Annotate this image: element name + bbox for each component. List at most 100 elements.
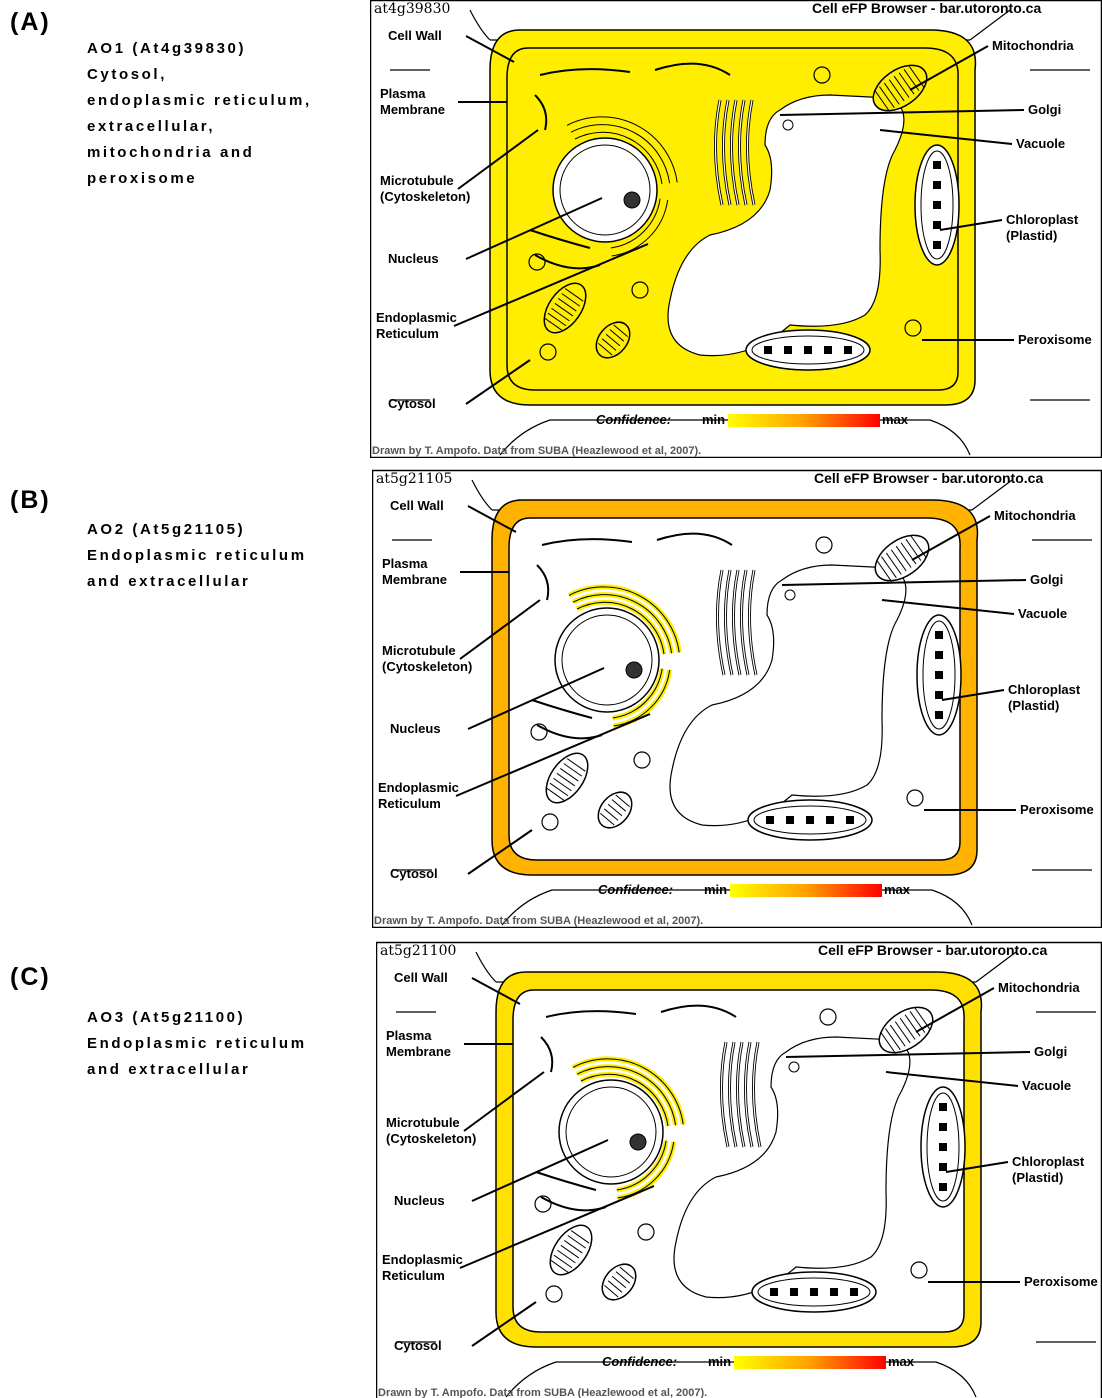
peroxisome: [905, 320, 921, 336]
compartment-label: (Cytoskeleton): [386, 1131, 476, 1146]
granum: [846, 816, 854, 824]
granum: [806, 816, 814, 824]
compartment-label: Cytosol: [394, 1338, 442, 1353]
granum: [935, 651, 943, 659]
compartment-label: Cell Wall: [388, 28, 442, 43]
granum: [830, 1288, 838, 1296]
caption-line: AO1 (At4g39830): [87, 36, 312, 62]
compartment-label: Vacuole: [1018, 606, 1067, 621]
compartment-label: Mitochondria: [998, 980, 1080, 995]
compartment-label: Golgi: [1030, 572, 1063, 587]
browser-title: Cell eFP Browser - bar.utoronto.ca: [814, 470, 1043, 486]
compartment-label: Microtubule: [380, 173, 454, 188]
caption-line: Endoplasmic reticulum: [87, 1031, 307, 1057]
granum: [784, 346, 792, 354]
compartment-label: (Cytoskeleton): [382, 659, 472, 674]
compartment-label: Plasma: [380, 86, 426, 101]
granum: [824, 346, 832, 354]
compartment-label: Peroxisome: [1020, 802, 1094, 817]
granum: [935, 671, 943, 679]
gene-id: at5g21100: [380, 943, 456, 959]
browser-title: Cell eFP Browser - bar.utoronto.ca: [818, 942, 1047, 958]
compartment-label: Endoplasmic: [378, 780, 459, 795]
credit-line: Drawn by T. Ampofo. Data from SUBA (Heaz…: [372, 445, 701, 457]
peroxisome: [911, 1262, 927, 1278]
compartment-label: Golgi: [1034, 1044, 1067, 1059]
caption-c: AO3 (At5g21100) Endoplasmic reticulum an…: [87, 1005, 307, 1083]
panel-label-a: (A): [10, 8, 51, 37]
granum: [933, 161, 941, 169]
granum: [764, 346, 772, 354]
compartment-label: Reticulum: [378, 796, 441, 811]
granum: [939, 1163, 947, 1171]
peroxisome: [814, 67, 830, 83]
granum: [939, 1143, 947, 1151]
legend-title: Confidence:: [602, 1354, 677, 1369]
cell-diagram-c: at5g21100 Cell eFP Browser - bar.utoronto…: [376, 930, 1102, 1398]
legend-gradient: [734, 1356, 886, 1369]
compartment-label: (Plastid): [1012, 1170, 1063, 1185]
granum: [935, 711, 943, 719]
compartment-label: Mitochondria: [992, 38, 1074, 53]
caption-line: endoplasmic reticulum,: [87, 88, 312, 114]
compartment-label: Membrane: [386, 1044, 451, 1059]
compartment-label: Plasma: [382, 556, 428, 571]
peroxisome: [816, 537, 832, 553]
caption-line: and extracellular: [87, 569, 307, 595]
nucleolus: [626, 662, 642, 678]
compartment-label: Membrane: [380, 102, 445, 117]
legend-max: max: [884, 882, 911, 897]
compartment-label: Microtubule: [386, 1115, 460, 1130]
legend-max: max: [888, 1354, 915, 1369]
granum: [766, 816, 774, 824]
compartment-label: Plasma: [386, 1028, 432, 1043]
peroxisome: [540, 344, 556, 360]
compartment-label: Nucleus: [390, 721, 441, 736]
peroxisome: [634, 752, 650, 768]
granum: [933, 241, 941, 249]
granum: [826, 816, 834, 824]
caption-line: Cytosol,: [87, 62, 312, 88]
nucleus-inner: [560, 145, 650, 235]
chloroplast: [921, 1087, 965, 1207]
caption-line: Endoplasmic reticulum: [87, 543, 307, 569]
chloroplast: [752, 1272, 876, 1312]
legend-title: Confidence:: [596, 412, 671, 427]
cell-diagram-b: at5g21105Cell eFP Browser - bar.utoronto…: [372, 458, 1102, 928]
legend-title: Confidence:: [598, 882, 673, 897]
nucleolus: [624, 192, 640, 208]
panel-label-c: (C): [10, 963, 51, 992]
granum: [844, 346, 852, 354]
nucleolus: [630, 1134, 646, 1150]
compartment-label: Peroxisome: [1024, 1274, 1098, 1289]
granum: [939, 1103, 947, 1111]
golgi-vesicle: [789, 1062, 799, 1072]
legend-gradient: [730, 884, 882, 897]
gene-id: at4g39830: [374, 1, 450, 17]
granum: [786, 816, 794, 824]
compartment-label: Golgi: [1028, 102, 1061, 117]
caption-a: AO1 (At4g39830) Cytosol, endoplasmic ret…: [87, 36, 312, 192]
granum: [790, 1288, 798, 1296]
granum: [935, 691, 943, 699]
compartment-label: Cytosol: [390, 866, 438, 881]
compartment-label: Reticulum: [382, 1268, 445, 1283]
compartment-label: Vacuole: [1022, 1078, 1071, 1093]
granum: [933, 181, 941, 189]
legend-min: min: [708, 1354, 731, 1369]
granum: [939, 1123, 947, 1131]
legend-gradient: [728, 414, 880, 427]
chloroplast: [917, 615, 961, 735]
compartment-label: Vacuole: [1016, 136, 1065, 151]
granum: [933, 201, 941, 209]
panel-label-b: (B): [10, 486, 51, 515]
compartment-label: Endoplasmic: [382, 1252, 463, 1267]
peroxisome: [542, 814, 558, 830]
granum: [850, 1288, 858, 1296]
compartment-label: (Plastid): [1008, 698, 1059, 713]
caption-line: mitochondria and: [87, 140, 312, 166]
compartment-label: Membrane: [382, 572, 447, 587]
compartment-label: Cell Wall: [394, 970, 448, 985]
caption-line: AO3 (At5g21100): [87, 1005, 307, 1031]
cell-diagram-a: at4g39830Cell eFP Browser - bar.utoronto…: [370, 0, 1102, 458]
